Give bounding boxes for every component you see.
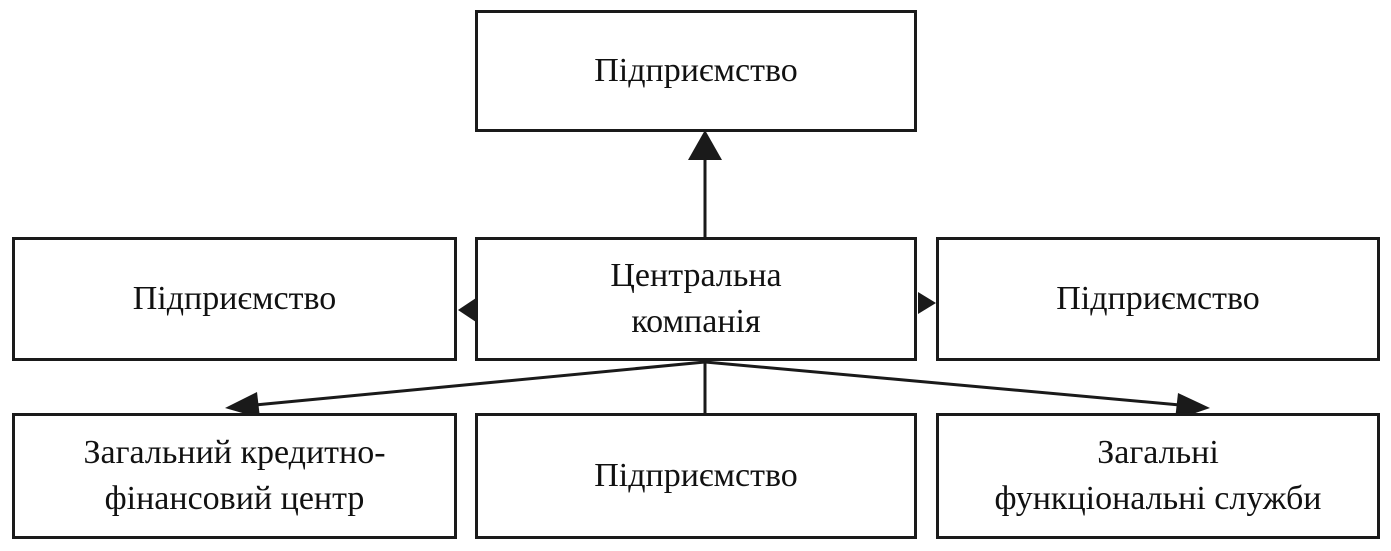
node-top-label: Підприємство bbox=[594, 52, 798, 89]
edge-center-to-bottom-right bbox=[704, 360, 1181, 407]
arrowhead-top bbox=[688, 130, 722, 160]
node-bottom-left-label: Загальний кредитно- фінансовий центр bbox=[83, 434, 386, 517]
node-bottom-center-enterprise: Підприємство bbox=[475, 413, 917, 539]
node-top-enterprise: Підприємство bbox=[475, 10, 917, 132]
node-functional-services: Загальні функціональні служби bbox=[936, 413, 1380, 539]
node-middle-right-enterprise: Підприємство bbox=[936, 237, 1380, 361]
node-middle-left-label: Підприємство bbox=[132, 280, 337, 317]
node-credit-financial-center: Загальний кредитно- фінансовий центр bbox=[12, 413, 457, 539]
node-bottom-center-label: Підприємство bbox=[594, 457, 798, 494]
node-central-company: Центральна компанія bbox=[475, 237, 917, 361]
arrowhead-middle-right bbox=[918, 292, 936, 314]
node-central-label: Центральна компанія bbox=[610, 257, 782, 340]
edge-center-to-bottom-left bbox=[254, 360, 706, 407]
arrowhead-middle-left bbox=[458, 298, 476, 322]
node-middle-right-label: Підприємство bbox=[1056, 280, 1260, 317]
node-bottom-right-label: Загальні функціональні служби bbox=[994, 434, 1322, 517]
node-middle-left-enterprise: Підприємство bbox=[12, 237, 457, 361]
arrowhead-bottom-left bbox=[225, 392, 260, 418]
